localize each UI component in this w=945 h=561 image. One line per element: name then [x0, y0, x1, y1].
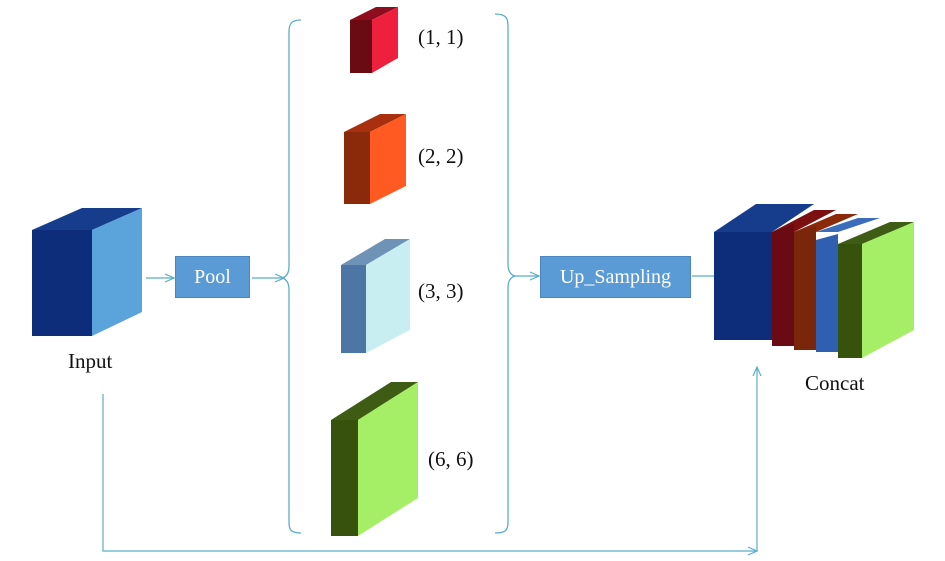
input-cube [32, 208, 142, 336]
bin-1-block [350, 7, 398, 73]
skip-connection [102, 394, 757, 551]
pool-box: Pool [175, 256, 250, 298]
bin-2-label: (2, 2) [418, 144, 464, 168]
right-brace [494, 13, 516, 534]
bin-3-block [341, 239, 410, 353]
input-label: Input [68, 349, 113, 373]
bin-4-block [331, 382, 418, 536]
left-brace [281, 19, 302, 534]
bin-4-label: (6, 6) [428, 447, 474, 471]
bin-3-label: (3, 3) [418, 279, 464, 303]
upsampling-box: Up_Sampling [540, 256, 691, 298]
bin-1-label: (1, 1) [418, 25, 464, 49]
concat-label: Concat [805, 371, 865, 395]
concat-stack [714, 204, 914, 358]
bin-2-block [344, 114, 406, 204]
